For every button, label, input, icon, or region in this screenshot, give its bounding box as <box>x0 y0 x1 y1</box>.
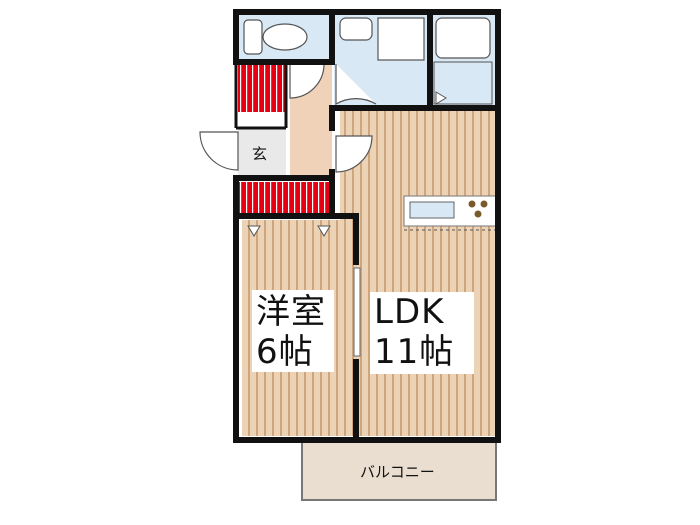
wash-door-swing <box>335 64 377 106</box>
western-room-label-box <box>252 290 334 372</box>
entrance-floor <box>238 128 286 178</box>
entrance-label: 玄 <box>252 145 268 163</box>
room-closet <box>238 182 332 216</box>
sliding-door <box>353 267 361 357</box>
kitchen-sink <box>409 201 455 219</box>
ldk-door-swing <box>335 135 373 173</box>
hall-door-swing <box>289 63 325 99</box>
shoe-closet <box>238 62 286 112</box>
balcony-label: バルコニー <box>360 463 435 481</box>
ldk-label-box <box>370 292 474 374</box>
western-room-name: 洋室 <box>256 292 326 332</box>
ldk-size: 11帖 <box>374 332 455 372</box>
ldk-name: LDK <box>374 292 445 332</box>
balcony-floor <box>301 441 497 501</box>
entry-door-swing <box>199 131 239 171</box>
western-room-size: 6帖 <box>256 332 314 372</box>
walls <box>233 9 501 443</box>
ldk-floor <box>340 110 496 436</box>
